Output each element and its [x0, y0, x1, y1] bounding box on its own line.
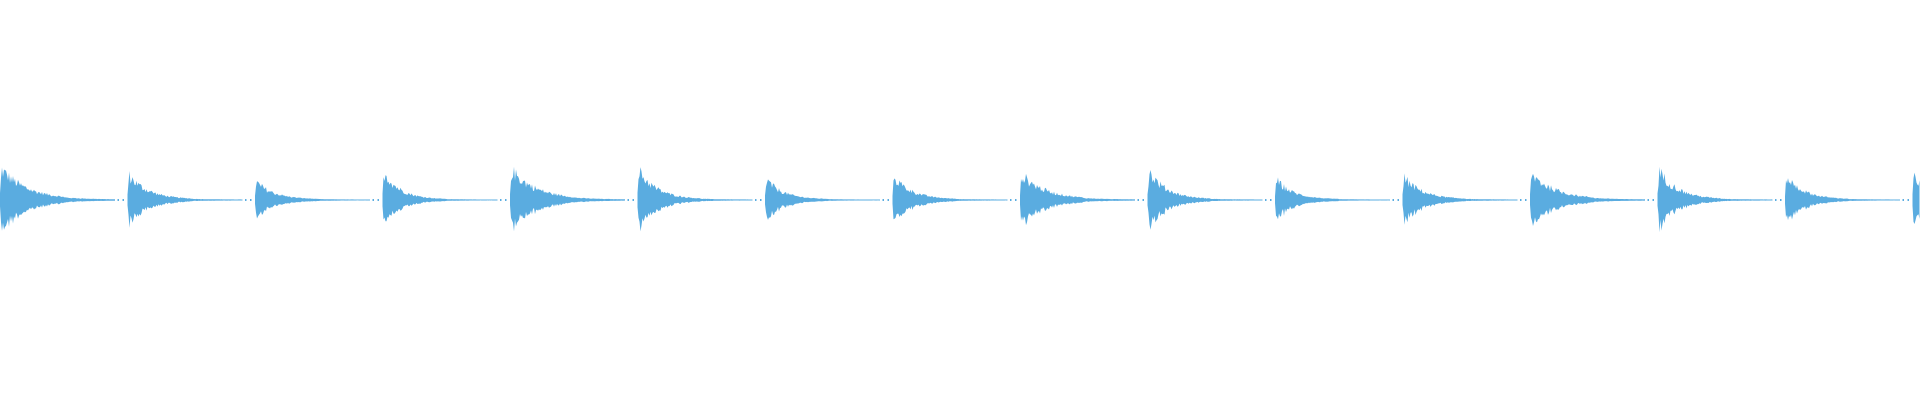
waveform-hit — [1020, 173, 1135, 226]
waveform-blip — [1652, 199, 1654, 201]
waveform-blip — [122, 199, 124, 201]
waveform-blip — [372, 199, 374, 201]
waveform-blip — [632, 199, 634, 201]
waveform-hit — [1657, 166, 1773, 233]
waveform-blip — [1647, 199, 1649, 201]
waveform-blip — [1525, 199, 1527, 201]
waveform-blip — [627, 199, 629, 201]
waveform-blip — [377, 199, 379, 201]
waveform-blip — [1270, 199, 1272, 201]
waveform-hit — [1147, 170, 1263, 230]
waveform-hit — [892, 178, 1008, 220]
waveform-hit — [0, 167, 115, 231]
waveform-hit — [255, 181, 370, 219]
waveform-hit — [1785, 178, 1900, 221]
waveform-hit — [1912, 172, 1920, 224]
waveform-hit — [1275, 177, 1390, 220]
waveform-blip — [1780, 199, 1782, 201]
waveform-hit — [382, 175, 498, 222]
waveform-blip — [1775, 199, 1777, 201]
waveform-blip — [755, 199, 757, 201]
waveform-blip — [760, 199, 762, 201]
waveform-blip — [505, 199, 507, 201]
waveform-hit — [765, 179, 880, 220]
waveform-hit — [1530, 173, 1645, 226]
waveform-blip — [1137, 199, 1139, 201]
waveform-blip — [1907, 199, 1909, 201]
waveform-hit — [637, 167, 753, 232]
waveform-blip — [500, 199, 502, 201]
waveform-blip — [1392, 199, 1394, 201]
waveform-hits — [0, 166, 1920, 233]
waveform-blip — [1397, 199, 1399, 201]
waveform-blip — [250, 199, 252, 201]
waveform-blip — [1010, 199, 1012, 201]
waveform-blip — [887, 199, 889, 201]
waveform-blip — [882, 199, 884, 201]
waveform-blip — [1520, 199, 1522, 201]
waveform-hit — [127, 171, 243, 228]
waveform-blip — [1265, 199, 1267, 201]
waveform-hit — [510, 166, 625, 232]
waveform-blip — [1015, 199, 1017, 201]
waveform-blip — [1142, 199, 1144, 201]
waveform-blip — [1902, 199, 1904, 201]
waveform-blip — [245, 199, 247, 201]
waveform-blip — [117, 199, 119, 201]
waveform-hit — [1402, 173, 1518, 225]
